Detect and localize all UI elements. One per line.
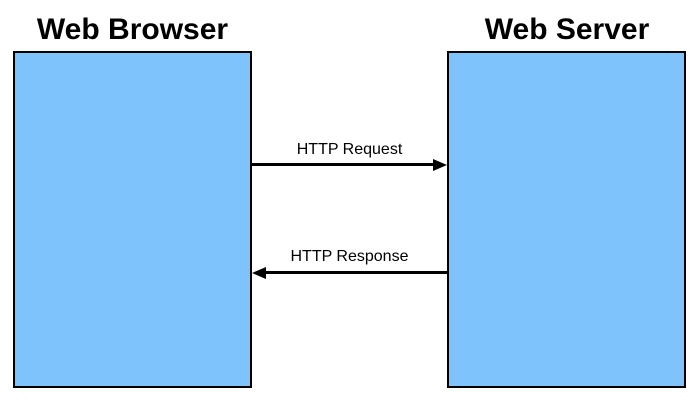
http-request-arrow-line [252,163,436,166]
web-browser-title: Web Browser [36,13,229,46]
http-request-label: HTTP Request [296,141,403,158]
web-server-title: Web Server [484,13,650,46]
http-response-label: HTTP Response [290,248,409,265]
http-response-arrow-line [264,271,447,274]
web-browser-box [13,51,252,388]
web-server-box [447,51,686,388]
http-response-arrowhead-icon [252,266,266,279]
http-request-arrowhead-icon [433,158,447,171]
